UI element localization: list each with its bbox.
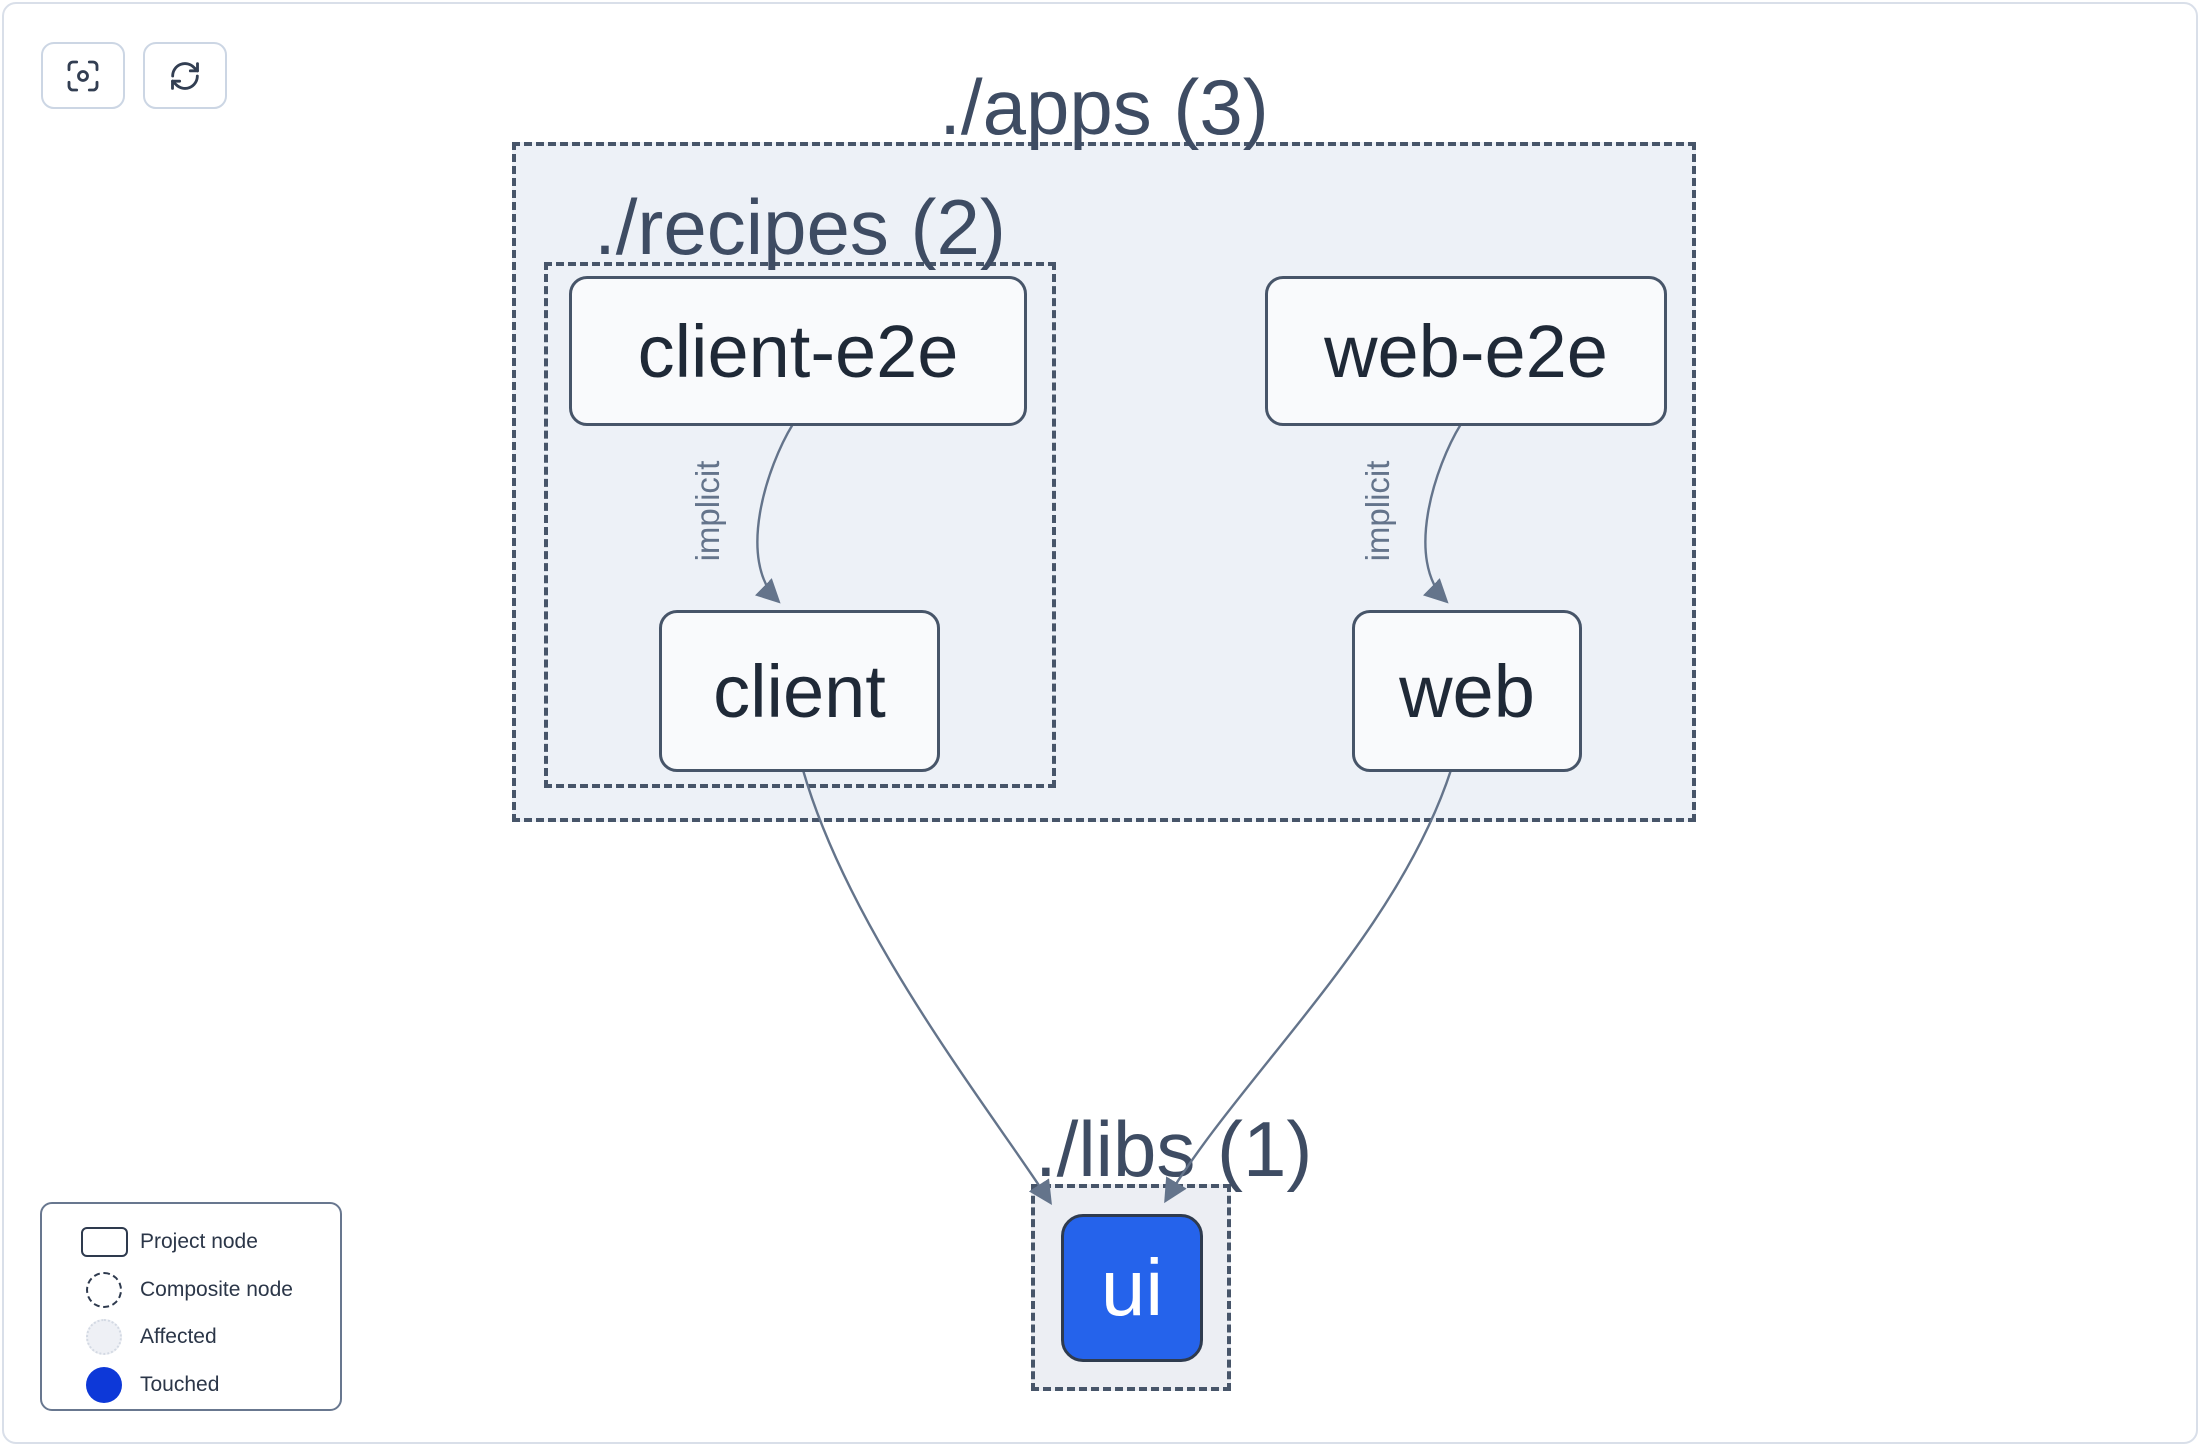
legend-item-composite-node: Composite node xyxy=(68,1268,340,1312)
legend-label: Composite node xyxy=(140,1277,293,1301)
graph-toolbar xyxy=(41,42,227,109)
legend-item-touched: Touched xyxy=(68,1363,340,1407)
legend-label: Touched xyxy=(140,1373,220,1397)
group-title-apps: ./apps (3) xyxy=(939,63,1269,151)
graph-legend: Project node Composite node Affected Tou… xyxy=(40,1202,342,1411)
project-node-client[interactable]: client xyxy=(659,610,940,772)
center-view-button[interactable] xyxy=(41,42,125,109)
legend-item-project-node: Project node xyxy=(68,1220,340,1264)
legend-label: Project node xyxy=(140,1229,258,1253)
touched-marker xyxy=(86,1367,122,1404)
edge-client-to-ui xyxy=(801,769,1052,1206)
legend-item-affected: Affected xyxy=(68,1315,340,1359)
composite-node-marker xyxy=(86,1271,122,1308)
project-node-web[interactable]: web xyxy=(1352,610,1582,772)
project-node-marker xyxy=(80,1226,128,1257)
project-node-web-e2e[interactable]: web-e2e xyxy=(1265,276,1667,426)
legend-label: Affected xyxy=(140,1325,217,1349)
project-node-ui-touched[interactable]: ui xyxy=(1061,1214,1203,1362)
affected-marker xyxy=(86,1319,122,1356)
project-node-client-e2e[interactable]: client-e2e xyxy=(569,276,1027,426)
group-title-libs: ./libs (1) xyxy=(1035,1105,1313,1193)
center-view-icon xyxy=(67,60,99,91)
refresh-button[interactable] xyxy=(143,42,227,109)
refresh-icon xyxy=(171,61,199,90)
edge-web-to-ui xyxy=(1164,769,1453,1204)
